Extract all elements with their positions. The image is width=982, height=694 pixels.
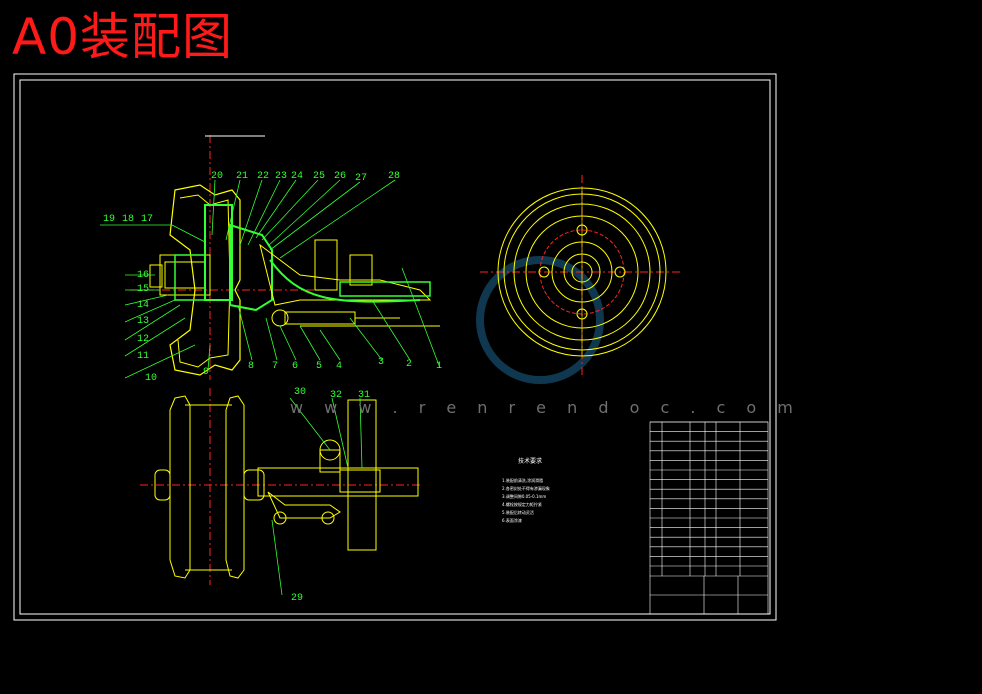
tech-req-title: 技术要求 [518,457,542,465]
callout-label: 5 [316,361,322,372]
outer-frame [13,73,777,621]
tech-req-line: 1.装配前清洗,涂润滑脂 [502,477,543,483]
technical-requirements: 技术要求 1.装配前清洗,涂润滑脂 2.各密封处不得有渗漏现象 3.调整间隙0.… [502,457,550,523]
callout-label: 26 [334,171,346,182]
sheet-title: A0装配图 [12,8,234,66]
inner-frame [19,79,771,615]
callout-label: 1 [436,361,442,372]
watermark-logo [476,256,604,384]
callout-label: 8 [248,361,254,372]
section-view: 20 21 22 23 24 25 26 27 28 19 18 17 16 1… [100,135,442,384]
parts-list-table [649,421,769,615]
callout-label: 9 [203,367,209,378]
plan-view [140,388,420,596]
callout-label: 17 [141,214,153,225]
tech-req-line: 2.各密封处不得有渗漏现象 [502,485,550,491]
callout-label: 31 [358,390,370,401]
callout-label: 20 [211,171,223,182]
tech-req-line: 6.表面涂漆 [502,517,522,523]
callout-label: 16 [137,270,149,281]
callout-label: 24 [291,171,303,182]
callout-label: 29 [291,593,303,604]
callout-label: 23 [275,171,287,182]
callout-label: 27 [355,173,367,184]
tech-req-line: 3.调整间隙0.05-0.1mm [502,493,546,499]
callout-label: 32 [330,390,342,401]
callout-label: 19 [103,214,115,225]
tech-req-line: 5.装配后转动灵活 [502,509,534,515]
callout-label: 3 [378,357,384,368]
callout-label: 10 [145,373,157,384]
callout-label: 22 [257,171,269,182]
callout-label: 6 [292,361,298,372]
callout-label: 12 [137,334,149,345]
callout-label: 25 [313,171,325,182]
callout-label: 7 [272,361,278,372]
callout-label: 28 [388,171,400,182]
callout-label: 14 [137,300,149,311]
watermark-text: w w w . r e n r e n d o c . c o m [290,398,801,417]
callout-label: 30 [294,387,306,398]
callout-label: 11 [137,351,149,362]
wheel-side-view [480,175,680,375]
callout-label: 15 [137,284,149,295]
callout-label: 13 [137,316,149,327]
tech-req-line: 4.螺栓按规定力矩拧紧 [502,501,542,507]
callout-label: 2 [406,359,412,370]
callout-label: 4 [336,361,342,372]
callout-label: 18 [122,214,134,225]
callout-label: 21 [236,171,248,182]
